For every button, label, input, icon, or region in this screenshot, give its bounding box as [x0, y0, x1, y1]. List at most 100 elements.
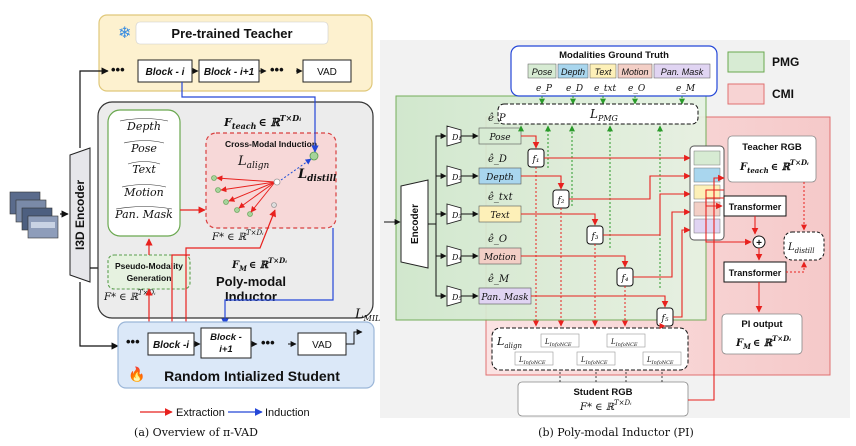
gt-motion: Motion	[621, 67, 648, 77]
gt-depth: Depth	[561, 67, 585, 77]
pred-e-p: ê_P	[488, 113, 506, 124]
l-distill-a: Ldistill	[297, 167, 337, 184]
pseudo-line-1: Pseudo-Modality	[115, 261, 183, 271]
legend-pmg: PMG	[772, 55, 799, 69]
student-block-i1-a: Block -	[210, 332, 242, 343]
decoder-d3: D₃	[451, 211, 462, 220]
decoder-d5: D₅	[451, 293, 462, 302]
svg-text:•••: •••	[261, 335, 275, 350]
modality-pan-mask: Pan. Mask	[114, 208, 173, 221]
student-rgb-f: F* ∈ ℝT×Dᵢ	[579, 399, 632, 413]
modality-motion: Motion	[123, 186, 164, 199]
caption-a: (a) Overview of π-VAD	[134, 426, 258, 439]
l-pmg: LPMG	[589, 107, 619, 123]
pi-output-f: FM∈ ℝT×Dᵢ	[735, 334, 791, 351]
gt-e-p: e_P	[536, 84, 553, 94]
svg-text:•••: •••	[126, 334, 140, 349]
pred-text: Text	[490, 211, 510, 221]
student-block-i: Block -i	[153, 340, 189, 351]
teacher-vad: VAD	[317, 67, 337, 78]
legend-extraction: Extraction	[176, 407, 225, 419]
student-rgb-title: Student RGB	[573, 387, 632, 398]
f-m-star-a: FM∈ ℝT×Dᵢ	[231, 256, 287, 273]
pred-depth: Depth	[485, 173, 514, 183]
poly-modal-label-2: Inductor	[225, 289, 277, 304]
student-box: ••• Block -i Block - i+1 ••• VAD 🔥 Rando…	[117, 321, 375, 389]
pred-e-txt: ê_txt	[488, 192, 514, 203]
pi-output: PI output FM∈ ℝT×Dᵢ	[721, 313, 803, 355]
gt-pan-mask: Pan. Mask	[661, 67, 704, 77]
teacher-rgb-title: Teacher RGB	[742, 142, 802, 153]
f-teach-a: Fteach∈ ℝT×Dᵢ	[223, 113, 301, 131]
pred-pan-mask: Pan. Mask	[480, 293, 528, 303]
student-vad: VAD	[312, 340, 332, 351]
panel-b: Modalities Ground Truth Pose Depth Text …	[380, 40, 850, 439]
gt-title: Modalities Ground Truth	[559, 50, 669, 61]
gt-e-d: e_D	[566, 84, 583, 94]
panel-a: I3D Encoder ❄ Pre-trained Teacher ••• Bl…	[9, 14, 380, 439]
i3d-encoder: I3D Encoder	[69, 147, 91, 283]
svg-text:+: +	[756, 238, 762, 249]
decoder-d1: D₁	[451, 133, 462, 142]
predicted-modalities: ê_P Pose ê_D Depth ê_txt Text ê_O Motion…	[478, 113, 532, 305]
f-star-a: F* ∈ ℝT×Dᵢ	[211, 229, 264, 243]
legend-induction: Induction	[265, 407, 310, 419]
modality-pose: Pose	[130, 142, 157, 155]
gt-pose: Pose	[532, 67, 553, 77]
infonce-5: LInfoNCE	[646, 356, 674, 366]
pseudo-line-2: Generation	[127, 273, 172, 283]
panel-b-encoder: Encoder	[400, 179, 429, 269]
gt-e-o: e_O	[628, 84, 646, 94]
decoders: D₁ D₂ D₃ D₄ D₅	[446, 125, 462, 307]
f5: f₅	[661, 314, 669, 324]
pred-e-m: ê_M	[488, 274, 510, 285]
align-loss-box: Lalign LInfoNCE LInfoNCE LInfoNCE LInfoN…	[491, 327, 689, 371]
gt-e-m: e_M	[676, 84, 696, 94]
pi-output-title: PI output	[741, 319, 783, 330]
pseudo-modality-generation: Pseudo-Modality Generation	[107, 254, 191, 290]
l-align-a: Lalign	[237, 154, 270, 171]
teacher-block-i: Block - i	[146, 67, 185, 78]
fire-icon: 🔥	[128, 366, 145, 383]
l-distill-box	[783, 231, 825, 261]
pred-pose: Pose	[488, 133, 510, 143]
l-pmg-box	[497, 103, 699, 125]
l-align-b: Lalign	[496, 335, 522, 350]
cross-modal-induction-box: Cross-Modal Induction Lalign Ldistill	[205, 132, 337, 229]
legend-cmi: CMI	[772, 87, 794, 101]
poly-modal-label-1: Poly-modal	[216, 274, 286, 289]
snowflake-icon: ❄	[118, 25, 131, 42]
legend-a: Extraction Induction	[140, 407, 310, 419]
transformer-1-label: Transformer	[729, 202, 782, 212]
infonce-4: LInfoNCE	[580, 356, 608, 366]
infonce-1: LInfoNCE	[544, 338, 572, 348]
input-video-frames	[9, 191, 59, 239]
teacher-title: Pre-trained Teacher	[171, 26, 292, 41]
pred-motion: Motion	[483, 253, 517, 263]
decoder-d4: D₄	[451, 253, 462, 262]
l-distill-b: Ldistill	[787, 242, 814, 255]
legend-b: PMG CMI	[727, 51, 799, 105]
svg-text:•••: •••	[111, 62, 125, 77]
l-mil: LMIL	[354, 307, 380, 323]
panel-b-encoder-label: Encoder	[410, 204, 421, 244]
infonce-3: LInfoNCE	[518, 356, 546, 366]
gt-e-txt: e_txt	[594, 84, 617, 94]
cross-modal-title: Cross-Modal Induction	[225, 139, 317, 149]
svg-text:•••: •••	[270, 62, 284, 77]
pred-e-o: ê_O	[488, 234, 507, 245]
decoder-d2: D₂	[451, 173, 462, 182]
caption-b: (b) Poly-modal Inductor (PI)	[538, 426, 694, 439]
f2: f₂	[557, 196, 565, 206]
infonce-2: LInfoNCE	[610, 338, 638, 348]
teacher-block-i1: Block - i+1	[204, 67, 255, 78]
teacher-box: ❄ Pre-trained Teacher ••• Block - i Bloc…	[98, 14, 373, 92]
modality-depth: Depth	[126, 120, 161, 133]
teacher-rgb-f: Fteach∈ ℝT×Dᵢ	[739, 158, 809, 175]
i3d-encoder-label: I3D Encoder	[73, 180, 87, 250]
ground-truth-box: Modalities Ground Truth Pose Depth Text …	[510, 45, 718, 97]
f1: f₁	[532, 155, 540, 165]
gt-text: Text	[595, 67, 612, 77]
student-title: Random Intialized Student	[164, 368, 340, 384]
